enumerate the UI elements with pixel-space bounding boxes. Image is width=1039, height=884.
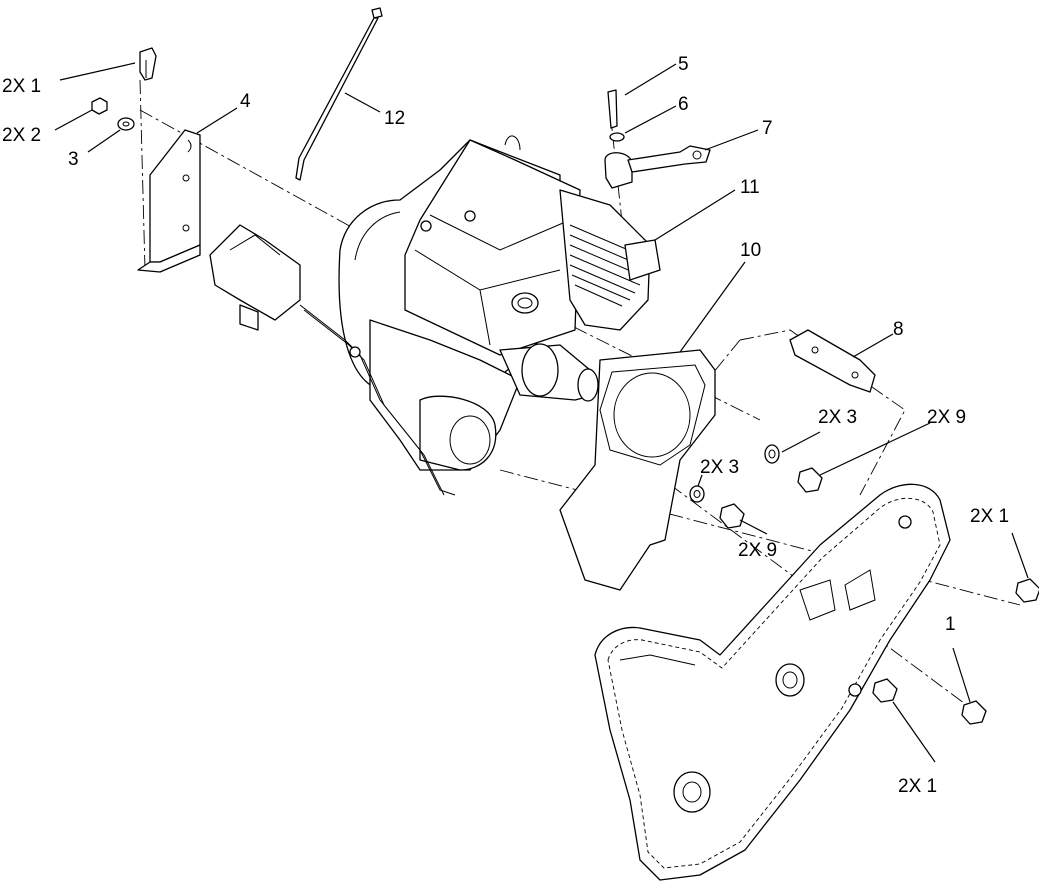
bracket-8 [789,329,876,393]
callout-6: 6 [678,94,689,115]
callout-2x9-lower: 2X 9 [738,540,777,561]
callout-2x1-right: 2X 1 [970,506,1009,527]
callout-2x1-bottom: 2X 1 [898,776,937,797]
callout-12: 12 [384,108,405,129]
callout-10: 10 [740,240,761,261]
callout-2x2: 2X 2 [2,125,41,146]
left-fasteners [91,47,157,131]
callout-3-left: 3 [68,149,79,170]
center-fasteners [689,444,823,529]
callout-2x9-upper: 2X 9 [927,407,966,428]
callout-7: 7 [762,118,773,139]
bracket-4 [137,129,201,273]
plate-10 [559,349,716,591]
callout-2x3-upper: 2X 3 [818,407,857,428]
callout-2x3-lower: 2X 3 [700,457,739,478]
callout-4: 4 [240,91,251,112]
callout-labels: 2X 1 2X 2 3 4 12 5 6 7 11 10 8 2X 3 2X 9… [2,54,1009,797]
ignition-parts-5-6-7 [604,89,711,189]
callout-1: 1 [945,614,956,635]
callout-8: 8 [893,319,904,340]
callout-11: 11 [740,177,760,198]
cable-tie-12 [295,7,383,181]
leader-lines [54,62,1029,763]
callout-2x1-topleft: 2X 1 [2,76,41,97]
belt-cover [594,483,951,881]
switch-module [209,224,301,331]
callout-5: 5 [678,54,689,75]
right-bolts [872,578,1039,725]
engine-assembly [299,135,661,496]
